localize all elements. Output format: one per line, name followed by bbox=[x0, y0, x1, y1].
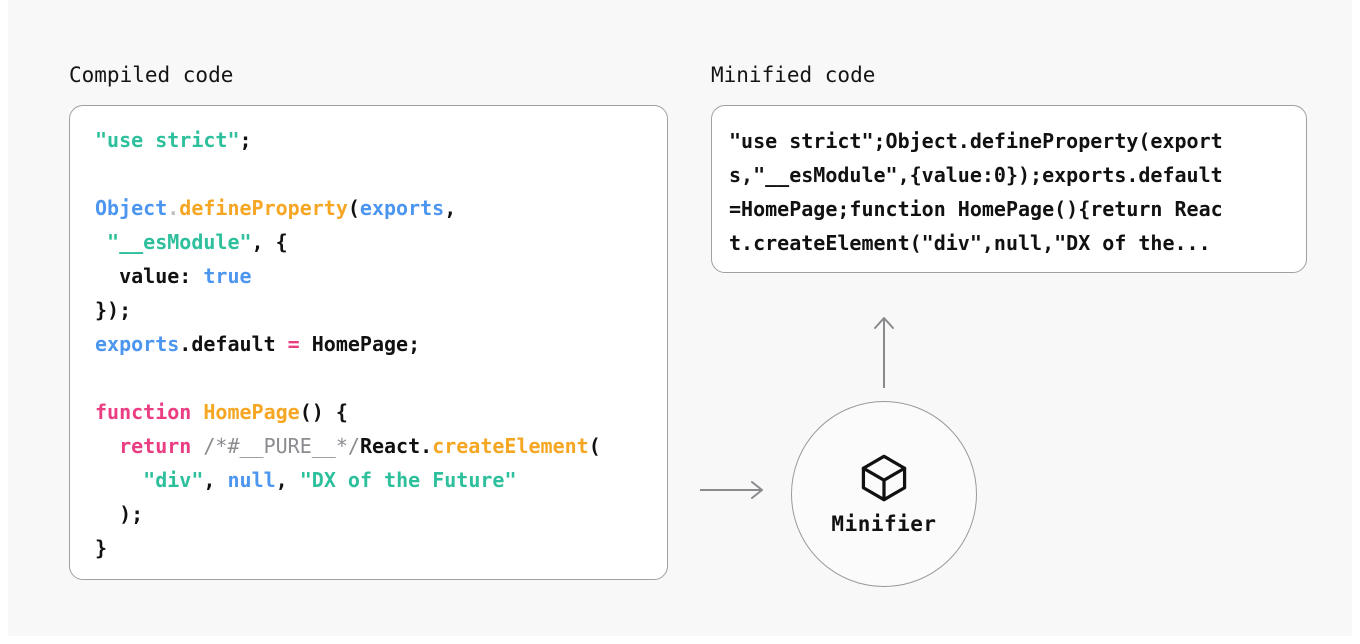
code-token: exports bbox=[359, 196, 445, 220]
code-line: "div", null, "DX of the Future" bbox=[95, 463, 661, 497]
compiled-code-block: "use strict"; Object.defineProperty(expo… bbox=[95, 123, 661, 565]
code-line: =HomePage;function HomePage(){return Rea… bbox=[729, 197, 1223, 221]
code-line: "__esModule", { bbox=[95, 225, 661, 259]
code-token: ); bbox=[95, 502, 144, 526]
code-line: function HomePage() { bbox=[95, 395, 661, 429]
arrow-up-icon bbox=[874, 317, 894, 388]
code-token: defineProperty bbox=[179, 196, 348, 220]
code-token: HomePage; bbox=[299, 332, 421, 356]
diagram-canvas: Compiled code "use strict"; Object.defin… bbox=[8, 0, 1352, 636]
code-line: value: true bbox=[95, 259, 661, 293]
code-token bbox=[95, 468, 143, 492]
cube-icon bbox=[861, 454, 907, 502]
code-token: true bbox=[203, 264, 252, 288]
code-token: "div" bbox=[143, 468, 204, 492]
code-line: t.createElement("div",null,"DX of the... bbox=[729, 231, 1211, 255]
code-line: } bbox=[95, 531, 661, 565]
minified-code-title: Minified code bbox=[711, 63, 876, 87]
compiled-code-card: "use strict"; Object.defineProperty(expo… bbox=[69, 105, 668, 580]
code-token bbox=[95, 230, 107, 254]
minified-code-block: "use strict";Object.defineProperty(expor… bbox=[729, 124, 1300, 260]
code-token: React. bbox=[359, 434, 433, 458]
compiled-code-title: Compiled code bbox=[69, 63, 234, 87]
code-token: /*#__PURE__*/ bbox=[203, 434, 360, 458]
code-token bbox=[95, 434, 119, 458]
code-token: "DX of the Future" bbox=[299, 468, 517, 492]
code-token: ( bbox=[588, 434, 601, 458]
code-line: s,"__esModule",{value:0});exports.defaul… bbox=[729, 163, 1223, 187]
code-token: , bbox=[203, 468, 228, 492]
minifier-node[interactable]: Minifier bbox=[791, 401, 977, 587]
code-token: return bbox=[119, 434, 192, 458]
code-token: () { bbox=[299, 400, 348, 424]
code-token: , { bbox=[251, 230, 288, 254]
code-token: , bbox=[444, 196, 457, 220]
code-token: createElement bbox=[432, 434, 589, 458]
code-line: exports.default = HomePage; bbox=[95, 327, 661, 361]
code-token: Object bbox=[95, 196, 168, 220]
code-token: . bbox=[167, 196, 180, 220]
code-token: } bbox=[95, 536, 108, 560]
code-line: ); bbox=[95, 497, 661, 531]
code-token: HomePage bbox=[203, 400, 300, 424]
code-token: }); bbox=[95, 298, 132, 322]
minifier-label: Minifier bbox=[831, 512, 937, 536]
code-line: Object.defineProperty(exports, bbox=[95, 191, 661, 225]
code-token: ( bbox=[347, 196, 360, 220]
code-line bbox=[95, 157, 661, 191]
code-token: value: bbox=[95, 264, 204, 288]
code-token bbox=[191, 434, 203, 458]
code-line: "use strict";Object.defineProperty(expor… bbox=[729, 129, 1223, 153]
code-token: = bbox=[287, 332, 300, 356]
arrow-right-icon bbox=[700, 481, 763, 499]
code-token: "__esModule" bbox=[107, 230, 252, 254]
code-line: }); bbox=[95, 293, 661, 327]
code-token: "use strict" bbox=[95, 128, 240, 152]
code-token: null bbox=[227, 468, 276, 492]
code-line: return /*#__PURE__*/React.createElement( bbox=[95, 429, 661, 463]
code-token: , bbox=[275, 468, 300, 492]
code-line bbox=[95, 361, 661, 395]
code-token: .default bbox=[179, 332, 288, 356]
code-token: function bbox=[95, 400, 204, 424]
code-token: ; bbox=[239, 128, 252, 152]
code-token: exports bbox=[95, 332, 180, 356]
minified-code-card: "use strict";Object.defineProperty(expor… bbox=[711, 105, 1307, 273]
code-line: "use strict"; bbox=[95, 123, 661, 157]
